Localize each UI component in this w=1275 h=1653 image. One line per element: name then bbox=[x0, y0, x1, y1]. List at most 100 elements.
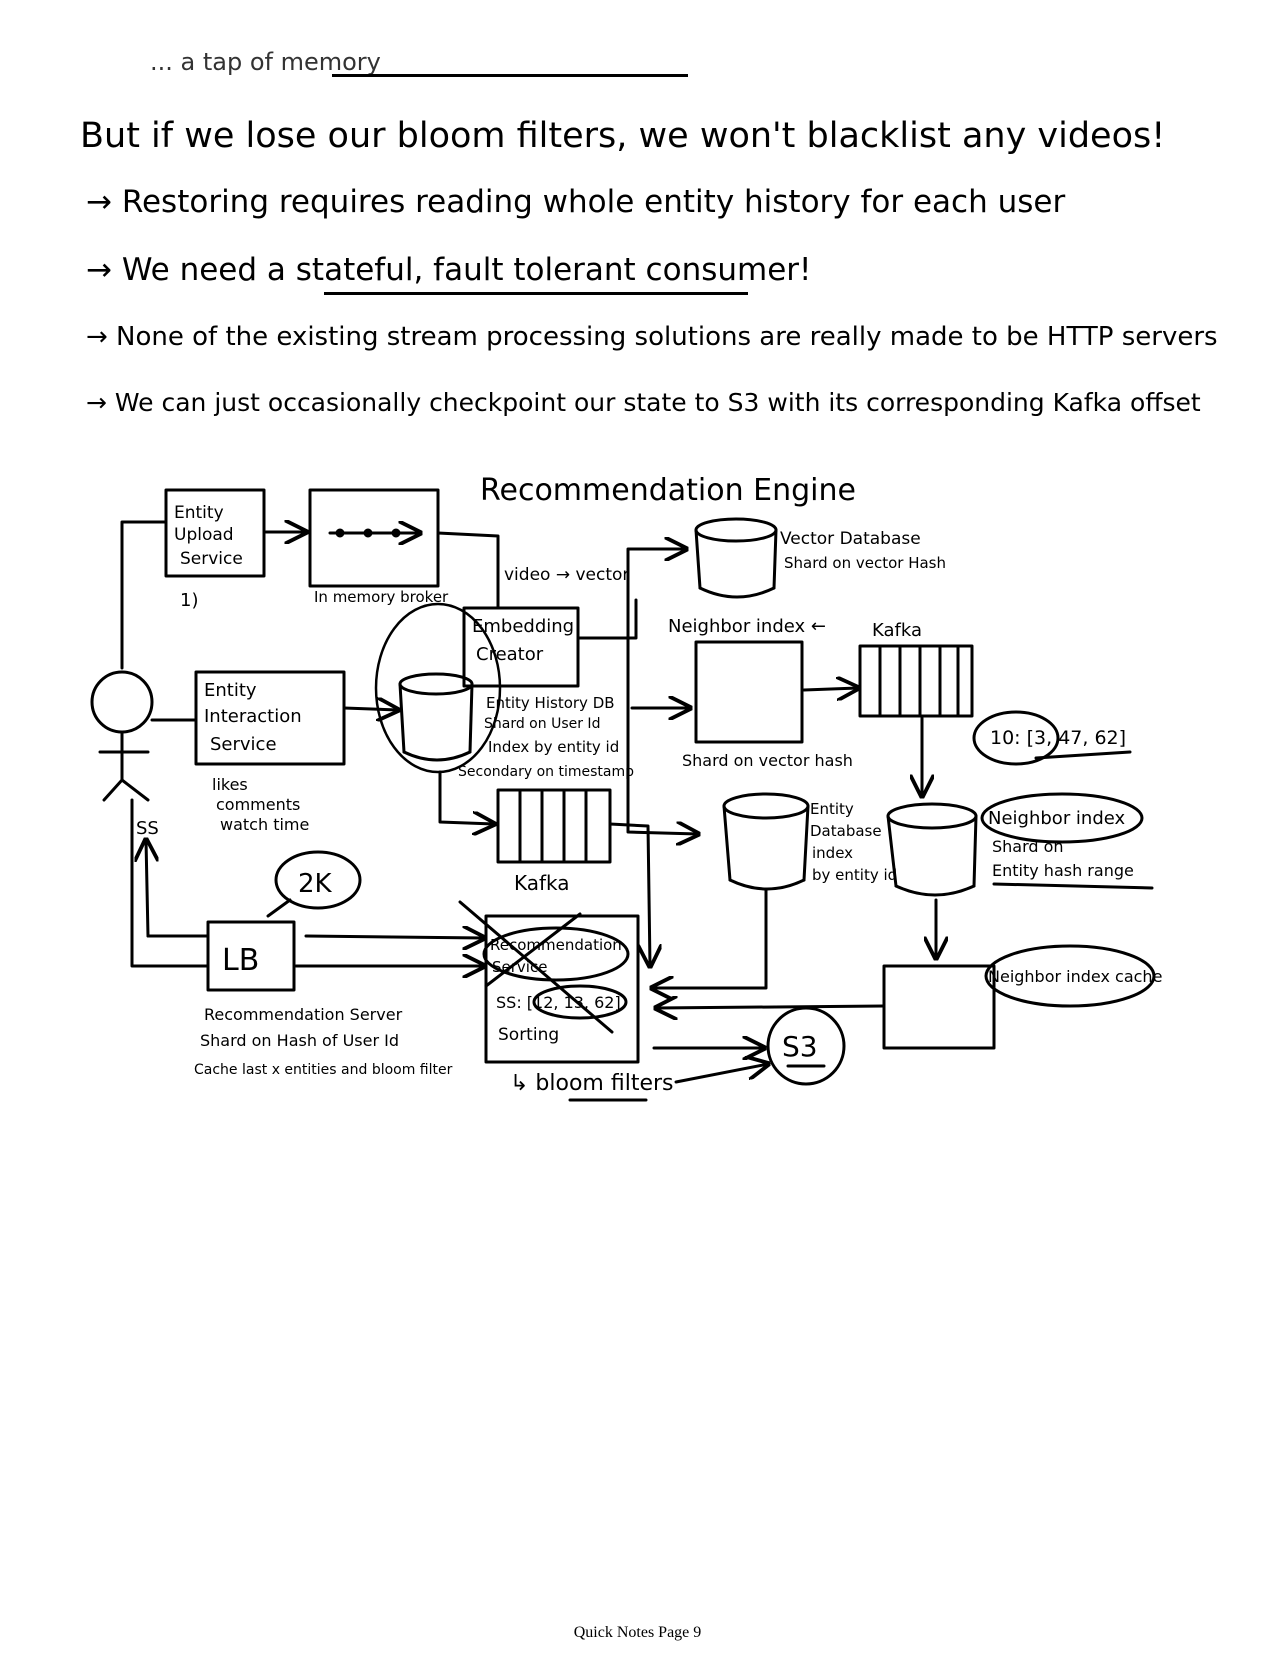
upload-label-line-2: Upload bbox=[174, 525, 234, 545]
neighbor-index-cache-label: Neighbor index cache bbox=[988, 967, 1162, 986]
ss-label: SS bbox=[136, 818, 159, 839]
to-entity-database-arrow bbox=[626, 558, 698, 834]
sorting-label: Sorting bbox=[498, 1025, 559, 1045]
clipped-top-underline bbox=[332, 74, 688, 77]
rec-service-cross-2 bbox=[484, 912, 582, 988]
interaction-type-comments: comments bbox=[216, 795, 300, 814]
s3-label: S3 bbox=[782, 1030, 818, 1063]
kafka-queue-right bbox=[858, 644, 974, 718]
count-2k-label: 2K bbox=[298, 869, 333, 899]
neighbor-index-cache-box bbox=[882, 964, 996, 1050]
lb-label: LB bbox=[222, 943, 259, 978]
bloom-to-s3-arrow bbox=[674, 1064, 768, 1084]
entity-database-cylinder bbox=[722, 792, 810, 891]
neighbor-index-shard-line-3: Entity hash range bbox=[992, 861, 1134, 880]
video-to-vector-label: video → vector bbox=[504, 565, 629, 585]
ss-values-label: SS: [12, 13, 62] bbox=[496, 993, 621, 1012]
vector-database-label: Vector Database bbox=[780, 529, 921, 549]
history-db-line-1: Entity History DB bbox=[486, 694, 615, 712]
interaction-type-watch-time: watch time bbox=[220, 815, 309, 834]
entity-upload-service-box bbox=[164, 488, 266, 578]
ss-return-arrow bbox=[146, 840, 148, 938]
neighbor-index-cylinder bbox=[886, 802, 978, 897]
broker-dot-2 bbox=[363, 528, 373, 538]
neighbor-to-kafka-arrow bbox=[802, 688, 858, 690]
rec-server-line-3: Cache last x entities and bloom filter bbox=[194, 1062, 453, 1078]
ss-values-oval bbox=[532, 984, 628, 1020]
bloom-filters-label: ↳ bloom filters bbox=[510, 1071, 674, 1096]
recommendation-service-box bbox=[484, 914, 640, 1064]
embedding-creator-line-2: Creator bbox=[476, 644, 544, 665]
note-bullet-checkpoint: → We can just occasionally checkpoint ou… bbox=[86, 388, 1201, 417]
neighbor-example-oval bbox=[972, 710, 1060, 766]
stateful-underline bbox=[324, 292, 748, 295]
note-bullet-stream-processing: → None of the existing stream processing… bbox=[86, 322, 1218, 352]
recommendation-service-oval bbox=[482, 926, 630, 982]
lb-box bbox=[206, 920, 296, 992]
history-db-line-2: Shard on User Id bbox=[484, 716, 600, 732]
interaction-to-history-arrow bbox=[342, 708, 398, 710]
neighbor-example-underline bbox=[1034, 750, 1132, 760]
vector-database-cylinder bbox=[694, 517, 778, 599]
kafka-right-label: Kafka bbox=[872, 620, 922, 641]
entity-database-line-1: Entity bbox=[810, 800, 854, 818]
kafka-mid-label: Kafka bbox=[514, 871, 570, 895]
embedding-to-vector-db-arrow bbox=[626, 549, 686, 564]
broker-to-embedding-line bbox=[436, 531, 500, 610]
rec-server-line-1: Recommendation Server bbox=[204, 1005, 403, 1024]
rec-service-cross-1 bbox=[458, 900, 614, 1034]
page-footer: Quick Notes Page 9 bbox=[573, 1624, 702, 1641]
rec-server-line-2: Shard on Hash of User Id bbox=[200, 1031, 399, 1050]
entity-db-to-rec-service-line bbox=[652, 888, 768, 988]
history-to-kafka-arrow bbox=[438, 770, 494, 824]
entity-hash-range-underline bbox=[992, 882, 1154, 890]
user-figure bbox=[90, 670, 154, 802]
kafka-to-rec-service-line bbox=[608, 822, 650, 966]
history-db-line-4: Secondary on timestamp bbox=[458, 764, 634, 780]
embedding-to-neighbor-line bbox=[576, 598, 638, 640]
neighbor-index-cache-oval bbox=[984, 944, 1156, 1008]
rec-service-line-2: Service bbox=[492, 958, 547, 976]
diagram-title: Recommendation Engine bbox=[480, 473, 856, 508]
shard-on-vector-hash-label: Shard on vector hash bbox=[682, 751, 853, 770]
entity-upload-service-label: Entity Upload Service bbox=[174, 503, 243, 569]
embedding-creator-line-1: Embedding bbox=[472, 616, 574, 637]
entity-database-line-4: by entity id bbox=[812, 866, 897, 884]
note-bullet-restoring: → Restoring requires reading whole entit… bbox=[86, 184, 1066, 220]
count-2k-pointer bbox=[266, 898, 292, 918]
kafka-queue-middle bbox=[496, 788, 612, 864]
interaction-label-line-1: Entity bbox=[204, 680, 257, 701]
upload-label-line-3: Service bbox=[180, 549, 243, 569]
neighbor-index-oval bbox=[980, 792, 1144, 844]
neighbor-index-shard-line-1: Neighbor index bbox=[988, 808, 1126, 829]
cache-to-rec-service-arrow bbox=[656, 1006, 886, 1008]
entity-interaction-service-box bbox=[194, 670, 346, 766]
note-bullet-stateful: → We need a stateful, fault tolerant con… bbox=[86, 252, 812, 288]
user-to-upload-line bbox=[120, 520, 168, 670]
marker-1: 1) bbox=[180, 590, 198, 611]
history-db-line-3: Index by entity id bbox=[488, 738, 619, 756]
lb-to-rec-service-arrow-1 bbox=[304, 936, 484, 938]
entity-history-db-cylinder bbox=[374, 602, 502, 774]
s3-circle bbox=[766, 1006, 846, 1086]
interaction-label-line-2: Interaction bbox=[204, 706, 302, 727]
count-2k-bubble bbox=[274, 850, 362, 910]
broker-dot-1 bbox=[335, 528, 345, 538]
neighbor-index-top-label: Neighbor index ← bbox=[668, 616, 826, 637]
note-heading: But if we lose our bloom filters, we won… bbox=[80, 116, 1166, 156]
interaction-label-line-3: Service bbox=[210, 734, 277, 755]
neighbor-index-shard-line-2: Shard on bbox=[992, 837, 1064, 856]
rec-service-line-1: Recommendation bbox=[490, 936, 622, 954]
user-to-lb-line bbox=[130, 798, 210, 968]
broker-dot-3 bbox=[391, 528, 401, 538]
neighbor-example-label: 10: [3, 47, 62] bbox=[990, 727, 1126, 749]
neighbor-index-box bbox=[694, 640, 804, 744]
clipped-top-line: ... a tap of memory bbox=[150, 48, 381, 76]
entity-database-line-2: Database bbox=[810, 822, 882, 840]
in-memory-broker-label: In memory broker bbox=[314, 588, 449, 606]
interaction-type-likes: likes bbox=[212, 775, 248, 794]
upload-label-line-1: Entity bbox=[174, 503, 224, 523]
entity-database-line-3: index bbox=[812, 844, 853, 862]
in-memory-broker-box bbox=[308, 488, 440, 588]
